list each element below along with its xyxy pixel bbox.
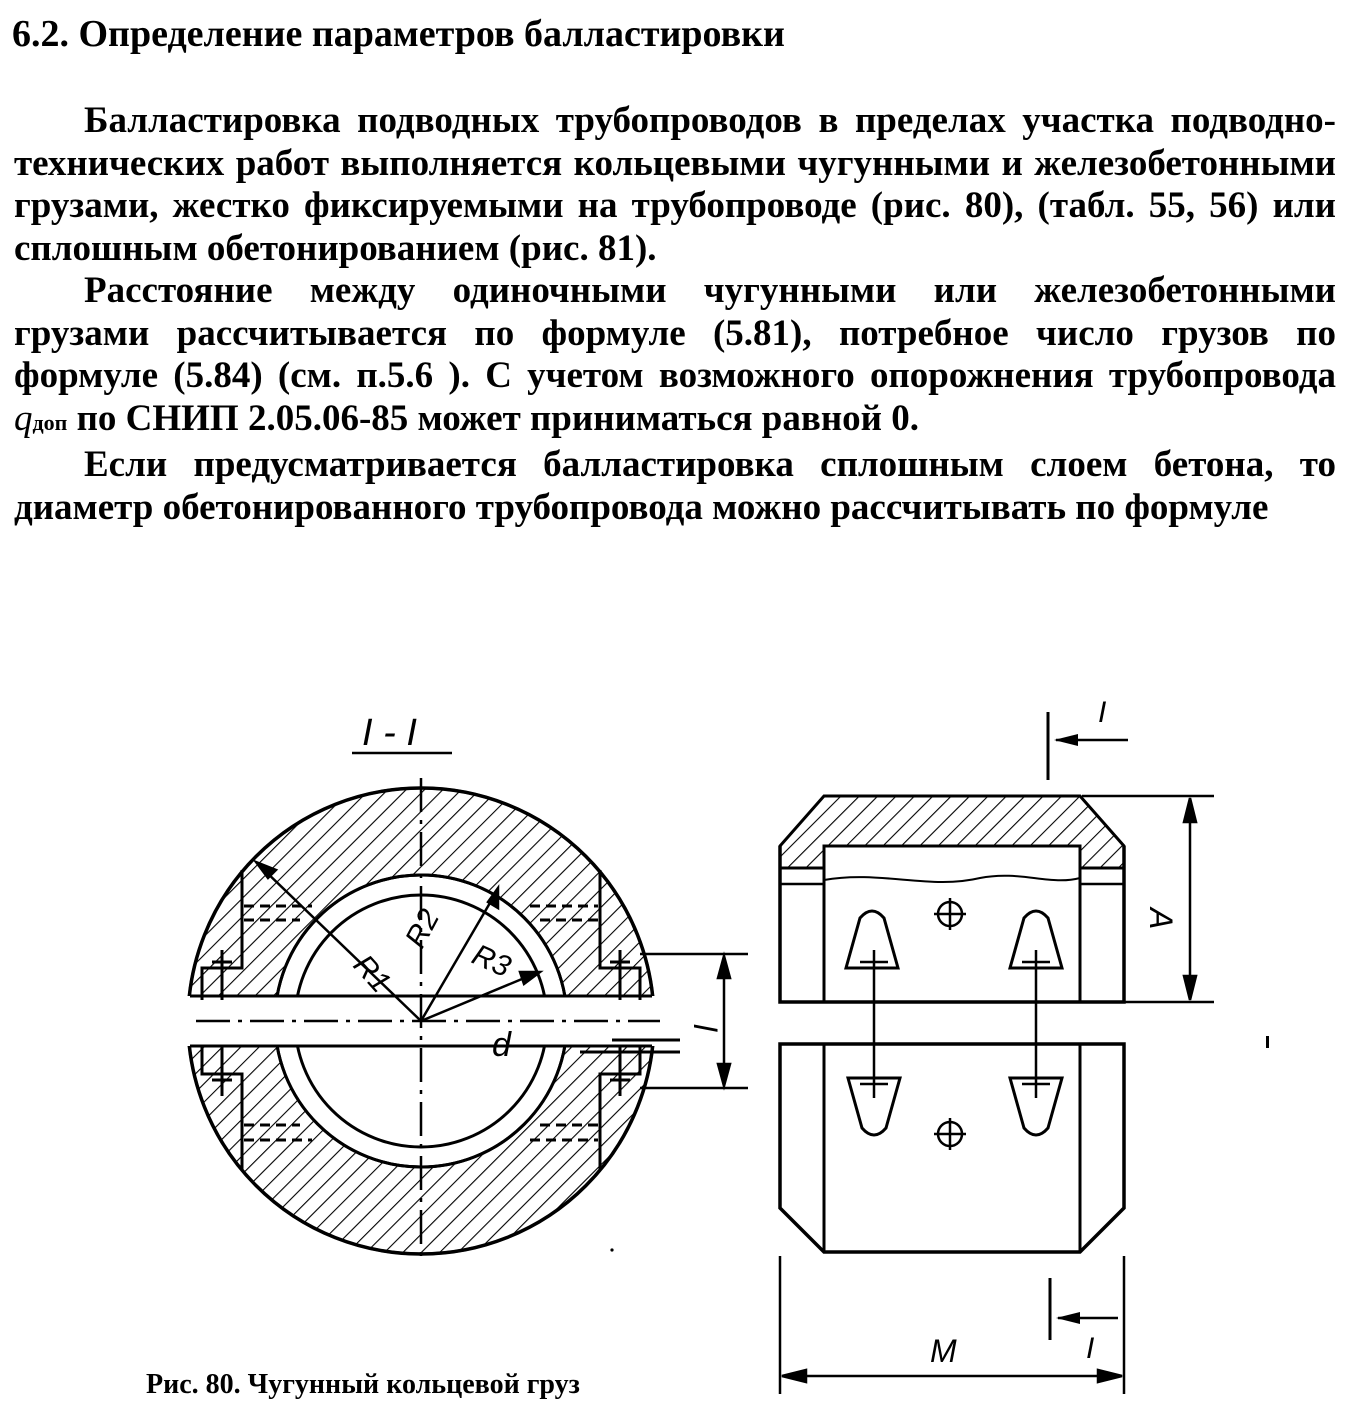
paragraph-3: Если предусматривается балластировка спл… bbox=[14, 444, 1336, 528]
cut-marker-bottom-label: I bbox=[1086, 1332, 1094, 1365]
dimension-l-label: l bbox=[687, 1024, 723, 1032]
side-view: I bbox=[778, 696, 1214, 1394]
speck bbox=[1266, 1036, 1269, 1048]
cut-marker-top-label: I bbox=[1098, 696, 1106, 729]
dimension-m bbox=[778, 1256, 1126, 1394]
paragraph-2-text-after: по СНИП 2.05.06-85 может при­ниматься ра… bbox=[76, 397, 919, 439]
q-letter: q bbox=[14, 397, 33, 439]
dimension-a-label: A bbox=[1143, 906, 1179, 929]
figure-caption: Рис. 80. Чугунный кольцевой груз bbox=[146, 1369, 580, 1400]
radius-lines bbox=[252, 859, 544, 1023]
figure-80: I - I bbox=[0, 690, 1360, 1420]
cross-section-view: I - I bbox=[187, 712, 748, 1262]
paragraph-2-text-before: Расстояние между одиночными чугунными ил… bbox=[14, 270, 1336, 396]
body-text: Балластировка подводных трубопроводов в … bbox=[14, 100, 1336, 529]
dimension-m-label: M bbox=[930, 1333, 957, 1369]
q-symbol: qдоп bbox=[14, 398, 67, 439]
paragraph-1: Балластировка подводных трубопроводов в … bbox=[14, 100, 1336, 269]
section-label: I - I bbox=[362, 712, 417, 754]
cast-iron-ring-weight-drawing: I - I bbox=[187, 696, 1269, 1394]
section-title: 6.2. Определение параметров балластировк… bbox=[12, 13, 785, 55]
bolts bbox=[860, 950, 1050, 1098]
diameter-d-label: d bbox=[492, 1026, 512, 1064]
speck bbox=[610, 1248, 614, 1252]
dimension-l bbox=[640, 951, 748, 1091]
dimension-a bbox=[1082, 794, 1214, 1004]
q-subscript: доп bbox=[32, 409, 68, 435]
lugs bbox=[200, 870, 680, 1170]
paragraph-2: Расстояние между одиночными чугунными ил… bbox=[14, 270, 1336, 444]
